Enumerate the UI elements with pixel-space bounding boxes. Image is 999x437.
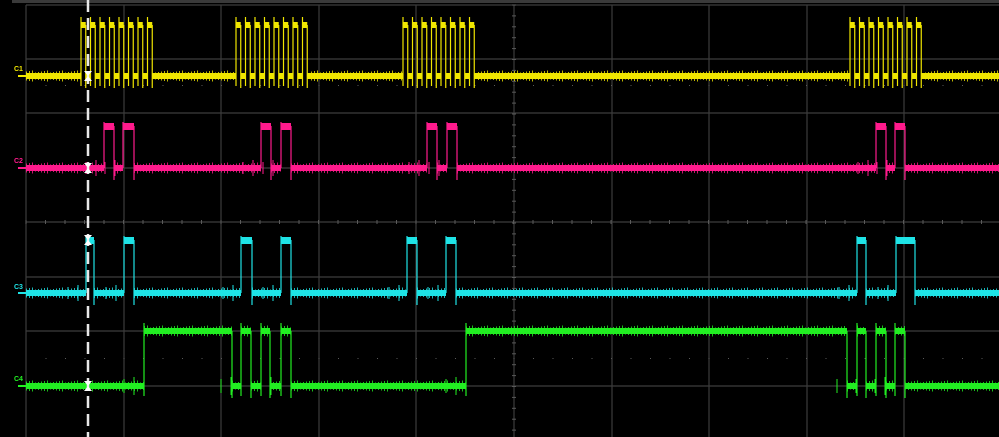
trace-c1 [26,17,999,88]
channel-4-ground-marker[interactable] [18,385,26,387]
trace-c3 [26,236,999,305]
channel-2-label[interactable]: C2 [14,158,23,165]
channel-2-ground-marker[interactable] [18,167,26,169]
cursor-marker-c1 [84,71,92,81]
trace-c2 [26,122,999,180]
cursor-marker-c3 [84,235,92,245]
channel-3-ground-marker[interactable] [18,292,26,294]
trace-c4 [26,323,999,398]
top-status-bar [12,0,999,3]
cursor-marker-c2 [84,163,92,173]
cursor-marker-c4 [84,381,92,391]
channel-1-ground-marker[interactable] [18,75,26,77]
channel-3-label[interactable]: C3 [14,284,23,291]
channel-4-label[interactable]: C4 [14,376,23,383]
channel-1-label[interactable]: C1 [14,66,23,73]
